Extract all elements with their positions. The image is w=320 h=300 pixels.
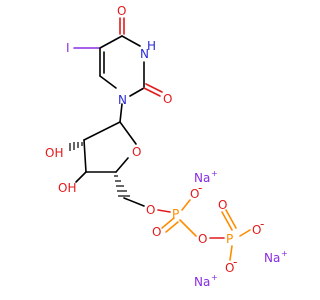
uracil-ring-bonds: [73, 17, 163, 97]
c2p-c1p-bond: [83, 121, 121, 141]
sodium-ion-2: Na: [264, 251, 280, 265]
c1p-oring-bond: [119, 121, 137, 145]
n1-c2-bond: [129, 87, 145, 97]
charge-o-p2-minus-b: -: [233, 255, 237, 269]
diphosphate-bonds: [157, 199, 251, 261]
p1-o-double-bond-2: [165, 221, 179, 233]
o5p-p1-bond: [157, 209, 171, 213]
c2-o-bond-2: [145, 83, 163, 93]
c6-n1-bond: [99, 75, 117, 89]
atom-oh-c2p: OH: [45, 146, 63, 160]
p2-o-double-bond: [221, 211, 233, 231]
atom-i: I: [66, 41, 70, 55]
charge-o-p1-minus: -: [198, 181, 202, 195]
sodium-ion-1-charge: +: [211, 169, 218, 178]
p2-o-double-bond-2: [225, 209, 237, 229]
c4p-c5p-hash-bond: [114, 175, 130, 197]
p2-o-minus-b-bond: [229, 245, 233, 261]
atom-o-5p: O: [146, 203, 155, 217]
atom-o-ring: O: [132, 145, 141, 159]
atom-o-p1-minus: O: [190, 187, 199, 201]
atom-p2: P: [226, 232, 233, 246]
sodium-ion-3: Na: [194, 275, 210, 289]
molecule-svg: O N H I O N OH OH O O P O - O O P O O - …: [45, 4, 288, 289]
c2p-oh-hash-bond: [69, 142, 83, 151]
p2-o-minus-a-bond: [239, 229, 251, 237]
atom-n1: N: [118, 93, 127, 107]
oring-c4p-bond: [115, 157, 129, 173]
c4-n3-bond: [121, 35, 141, 47]
atom-o-c4: O: [117, 4, 126, 18]
atom-o-bridge: O: [198, 232, 207, 246]
atom-o-p2-double: O: [218, 198, 227, 212]
atom-h-n3: H: [147, 39, 156, 53]
atom-n3: N: [140, 47, 149, 61]
sodium-ion-3-charge: +: [211, 273, 218, 282]
p1-o-minus-bond: [181, 199, 191, 211]
p1-obridge-bond: [179, 219, 197, 237]
atom-o-p2-minus-a: O: [252, 223, 261, 237]
n1-c1p-bond: [119, 103, 123, 123]
sodium-ion-1: Na: [194, 171, 210, 185]
c2-o-bond: [143, 87, 161, 97]
charge-o-p2-minus-a: -: [260, 217, 264, 231]
atom-o-c2: O: [163, 92, 172, 106]
p1-o-double-bond: [161, 217, 175, 229]
c4-c5-bond: [99, 35, 123, 49]
structure-diagram: O N H I O N OH OH O O P O - O O P O O - …: [45, 4, 288, 289]
c5p-o5p-bond: [123, 197, 145, 207]
atom-o-p1-double: O: [152, 225, 161, 239]
sodium-ion-2-charge: +: [281, 249, 288, 258]
c3p-oh-bond: [75, 171, 87, 183]
atom-labels: O N H I O N OH OH O O P O - O O P O O - …: [45, 4, 264, 275]
atom-o-p2-minus-b: O: [225, 261, 234, 275]
atom-p1: P: [172, 207, 179, 221]
c3p-c2p-bond: [83, 139, 87, 173]
atom-oh-c3p: OH: [58, 181, 76, 195]
sodium-counterions: Na + Na + Na +: [194, 169, 288, 289]
ribose-ring-bonds: [69, 103, 145, 207]
